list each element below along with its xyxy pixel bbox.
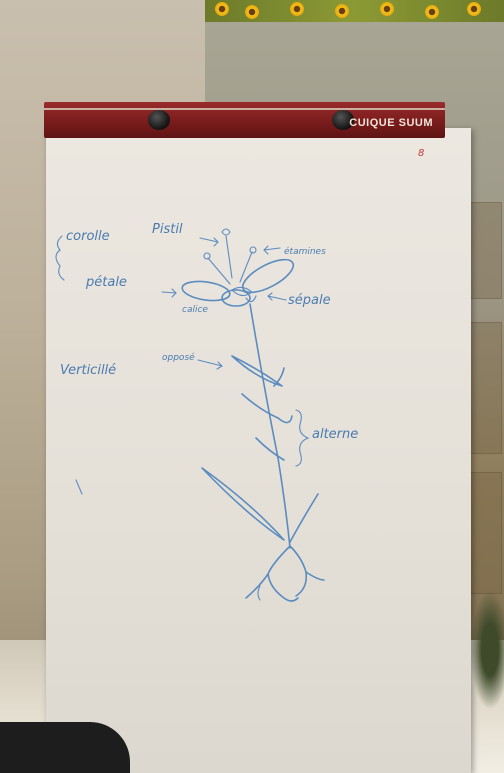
label-calice: calice: [182, 305, 208, 315]
flipchart-board: 8 corolle pétale Verticillé Pistil étami…: [46, 128, 471, 773]
leaf: [242, 394, 278, 418]
label-petale: pétale: [85, 275, 127, 290]
sunflower-field: [205, 0, 504, 22]
label-opposee: opposé: [162, 352, 195, 363]
leaf: [256, 438, 284, 460]
label-etamines: étamines: [284, 246, 326, 257]
header-stripe: [44, 108, 445, 110]
leaf-large: [202, 468, 284, 540]
sunflower: [290, 2, 304, 16]
sunflower: [425, 5, 439, 19]
label-alterne: alterne: [312, 427, 358, 442]
leaf: [232, 356, 282, 386]
sunflower: [335, 4, 349, 18]
page-number: 8: [418, 148, 424, 159]
sunflower: [245, 5, 259, 19]
sunflower: [467, 2, 481, 16]
arrow-etamines: [264, 246, 280, 254]
sunflower: [215, 2, 229, 16]
arrow-opposee: [198, 360, 222, 369]
brace-alterne: [296, 410, 308, 466]
brace-left: [56, 236, 64, 280]
label-sepale: sépale: [288, 293, 331, 308]
clip-left: [148, 110, 170, 130]
label-verticille: Verticillé: [60, 363, 116, 378]
leaf-right: [290, 494, 318, 542]
label-corolle: corolle: [66, 229, 110, 244]
arrow-sepale: [268, 293, 286, 300]
arrow-petale: [162, 289, 176, 297]
chair-foreground: [0, 722, 130, 773]
brand-text: CUIQUE SUUM: [349, 117, 433, 129]
label-pistil: Pistil: [152, 222, 183, 237]
roots: [246, 546, 324, 601]
sunflower: [380, 2, 394, 16]
plant-diagram-drawing: 8 corolle pétale Verticillé Pistil étami…: [46, 128, 471, 773]
flower-head: [181, 229, 298, 306]
leaf: [278, 416, 292, 423]
flipchart-header: CUIQUE SUUM: [44, 102, 445, 138]
stray-mark: [76, 480, 82, 494]
arrow-pistil: [200, 238, 218, 246]
plant: [470, 590, 504, 710]
